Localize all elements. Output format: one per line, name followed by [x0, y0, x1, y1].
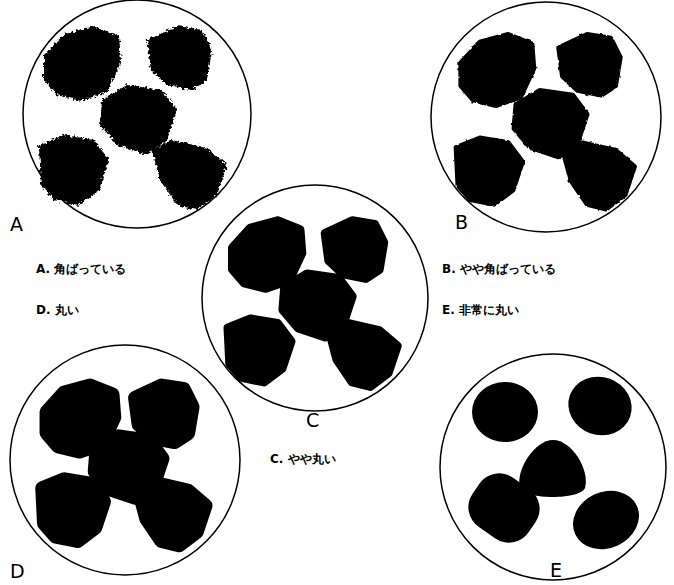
- panel-letter: C: [306, 410, 319, 431]
- grain-group: [43, 386, 205, 544]
- panel-letter: A: [10, 214, 23, 235]
- view-circle: [431, 2, 661, 232]
- panel-letter: E: [550, 560, 562, 581]
- grain-group: [459, 368, 649, 560]
- roundness-caption: A. 角ばっている: [34, 262, 128, 277]
- panel-letter: B: [455, 212, 468, 233]
- view-circle: [202, 185, 428, 411]
- roundness-caption: B. やや角ばっている: [440, 262, 558, 277]
- grain-group: [456, 34, 635, 209]
- view-circle: [440, 354, 666, 580]
- panel-letter: D: [10, 561, 25, 582]
- grain-group: [228, 221, 397, 387]
- roundness-caption: D. 丸い: [34, 303, 81, 318]
- grain-group: [39, 26, 227, 210]
- view-circle: [23, 0, 251, 228]
- roundness-caption: E. 非常に丸い: [440, 303, 521, 318]
- view-circle: [10, 345, 240, 575]
- roundness-caption: C. やや丸い: [268, 452, 338, 467]
